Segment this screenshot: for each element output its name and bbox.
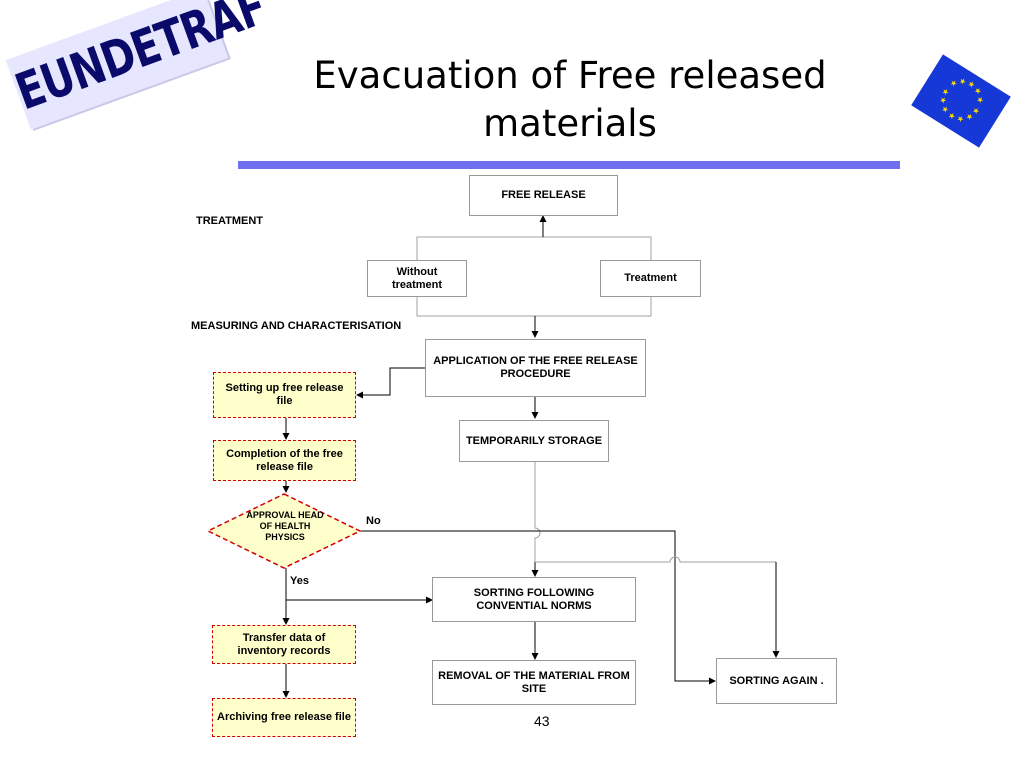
svg-text:★: ★ <box>971 105 982 116</box>
no-label: No <box>366 515 381 527</box>
transfer-box: Transfer data of inventory records <box>212 625 356 664</box>
svg-text:★: ★ <box>964 111 975 122</box>
without-treatment-box: Without treatment <box>367 260 467 297</box>
title-underline <box>238 161 900 169</box>
svg-text:★: ★ <box>938 95 949 106</box>
svg-text:★: ★ <box>946 110 957 121</box>
setting-up-box: Setting up free release file <box>213 372 356 418</box>
page-number: 43 <box>534 713 550 729</box>
application-box: APPLICATION OF THE FREE RELEASE PROCEDUR… <box>425 339 646 397</box>
treatment-box: Treatment <box>600 260 701 297</box>
svg-text:★: ★ <box>972 85 983 96</box>
approval-label: APPROVAL HEAD OF HEALTH PHYSICS <box>246 510 324 542</box>
svg-text:★: ★ <box>957 76 968 87</box>
completion-box: Completion of the free release file <box>213 440 356 481</box>
sorting-again-box: SORTING AGAIN . <box>716 658 837 704</box>
sorting-following-box: SORTING FOLLOWING CONVENTIAL NORMS <box>432 577 636 622</box>
yes-label: Yes <box>290 575 309 587</box>
page-title: Evacuation of Free released materials <box>313 54 827 145</box>
temporarily-storage-box: TEMPORARILY STORAGE <box>459 420 609 462</box>
svg-text:★: ★ <box>955 113 966 124</box>
treatment-label: TREATMENT <box>196 215 264 227</box>
measuring-label: MEASURING AND CHARACTERISATION <box>191 320 402 332</box>
svg-text:★: ★ <box>948 78 959 89</box>
svg-text:★: ★ <box>940 86 951 97</box>
removal-box: REMOVAL OF THE MATERIAL FROM SITE <box>432 660 636 705</box>
svg-text:★: ★ <box>975 94 986 105</box>
eu-flag-icon: ★ ★ ★ ★ ★ ★ ★ ★ ★ ★ ★ ★ <box>906 46 1016 156</box>
free-release-box: FREE RELEASE <box>469 175 618 216</box>
approval-diamond <box>206 493 362 569</box>
svg-text:★: ★ <box>940 104 951 115</box>
archiving-box: Archiving free release file <box>212 698 356 737</box>
svg-text:★: ★ <box>966 79 977 90</box>
